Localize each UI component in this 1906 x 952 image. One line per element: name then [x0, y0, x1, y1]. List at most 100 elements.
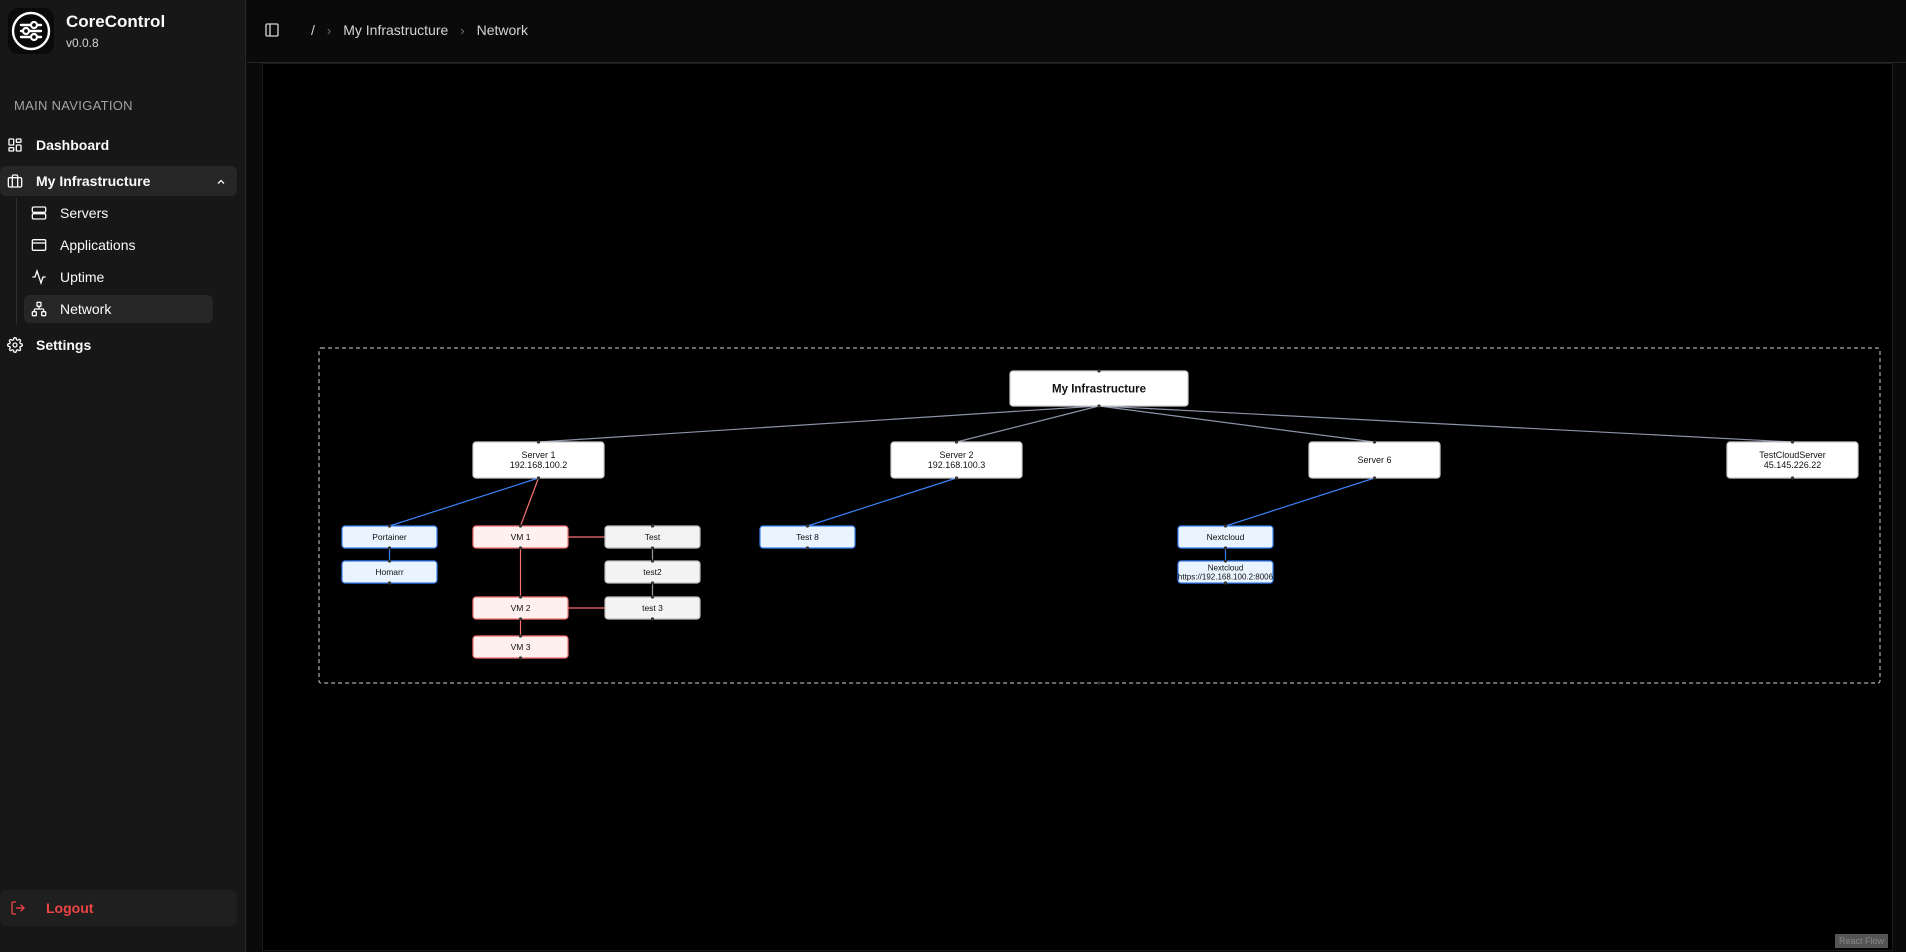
node-handle[interactable]: [650, 581, 655, 585]
sidebar: CoreControl v0.0.8 MAIN NAVIGATION Dashb…: [0, 0, 246, 952]
vm-node[interactable]: VM 3: [472, 635, 569, 659]
node-handle[interactable]: [954, 476, 959, 480]
logout-button[interactable]: Logout: [0, 890, 237, 926]
node-handle[interactable]: [1790, 440, 1795, 444]
node-label: TestCloudServer: [1759, 450, 1826, 460]
sidebar-item-label: Network: [60, 301, 112, 317]
app-node[interactable]: Homarr: [341, 560, 438, 584]
node-handle[interactable]: [650, 617, 655, 621]
server-node[interactable]: Server 6: [1308, 441, 1441, 479]
app-node[interactable]: Test 8: [759, 525, 856, 549]
node-label: 192.168.100.3: [928, 460, 986, 470]
node-handle[interactable]: [1223, 524, 1228, 528]
edge-server-app[interactable]: [807, 477, 957, 527]
node-handle[interactable]: [650, 546, 655, 550]
node-handle[interactable]: [1097, 346, 1101, 350]
node-handle[interactable]: [1372, 440, 1377, 444]
node-handle[interactable]: [1097, 369, 1101, 373]
server-icon: [30, 204, 48, 222]
node-handle[interactable]: [518, 524, 523, 528]
app-node[interactable]: Nextcloud: [1177, 525, 1274, 549]
app-node[interactable]: Portainer: [341, 525, 438, 549]
sidebar-item-applications[interactable]: Applications: [30, 234, 212, 256]
node-handle[interactable]: [536, 476, 541, 480]
logout-icon: [10, 900, 26, 916]
sidebar-item-servers[interactable]: Servers: [30, 202, 212, 224]
root-node[interactable]: My Infrastructure: [1009, 370, 1189, 407]
chevron-right-icon: ›: [326, 22, 332, 38]
breadcrumb-root[interactable]: /: [311, 22, 315, 38]
node-handle[interactable]: [1223, 581, 1228, 585]
node-label: Server 1: [521, 450, 555, 460]
sidebar-item-uptime[interactable]: Uptime: [30, 266, 212, 288]
sidebar-item-settings[interactable]: Settings: [6, 334, 236, 356]
network-icon: [30, 300, 48, 318]
vm-app-node[interactable]: test2: [604, 560, 701, 584]
sidebar-item-label: Servers: [60, 205, 109, 221]
node-label: My Infrastructure: [1052, 384, 1146, 396]
brand[interactable]: CoreControl v0.0.8: [8, 8, 165, 54]
breadcrumb-parent[interactable]: My Infrastructure: [343, 22, 449, 38]
vm-node[interactable]: VM 1: [472, 525, 569, 549]
node-handle[interactable]: [1790, 476, 1795, 480]
edge-server-app[interactable]: [1225, 477, 1375, 527]
sidebar-item-label: Settings: [36, 337, 92, 353]
logout-label: Logout: [46, 900, 94, 916]
node-handle[interactable]: [1372, 476, 1377, 480]
vm-app-node[interactable]: test 3: [604, 596, 701, 620]
node-handle[interactable]: [650, 595, 655, 599]
node-handle[interactable]: [1097, 681, 1101, 685]
vm-node[interactable]: VM 2: [472, 596, 569, 620]
node-label: VM 1: [511, 532, 531, 542]
sidebar-item-dashboard[interactable]: Dashboard: [6, 134, 236, 156]
breadcrumb-current: Network: [476, 22, 528, 38]
sidebar-item-network[interactable]: Network: [24, 295, 213, 323]
flow-attribution[interactable]: React Flow: [1834, 934, 1888, 948]
node-handle[interactable]: [518, 595, 523, 599]
sidebar-toggle-icon[interactable]: [264, 22, 282, 40]
node-label: test2: [643, 567, 662, 577]
node-label: Homarr: [375, 567, 404, 577]
app-version: v0.0.8: [66, 36, 99, 50]
edge-server-vm[interactable]: [519, 477, 540, 527]
node-label: Portainer: [372, 532, 407, 542]
node-label: test 3: [642, 603, 663, 613]
app-window-icon: [30, 236, 48, 254]
edge-server-app[interactable]: [389, 477, 539, 527]
node-handle[interactable]: [518, 634, 523, 638]
node-handle[interactable]: [518, 656, 523, 660]
node-handle[interactable]: [518, 546, 523, 550]
node-handle[interactable]: [805, 524, 810, 528]
sidebar-item-label: Uptime: [60, 269, 105, 285]
vm-app-node[interactable]: Test: [604, 525, 701, 549]
node-handle[interactable]: [1223, 546, 1228, 550]
edge-root-server[interactable]: [1098, 405, 1375, 443]
node-handle[interactable]: [387, 546, 392, 550]
topbar: / › My Infrastructure › Network: [247, 0, 1906, 63]
node-label: Test: [645, 532, 661, 542]
node-handle[interactable]: [1223, 559, 1228, 563]
node-handle[interactable]: [387, 581, 392, 585]
edge-root-server[interactable]: [956, 405, 1100, 443]
activity-icon: [30, 268, 48, 286]
chevron-up-icon[interactable]: [215, 175, 227, 191]
node-handle[interactable]: [650, 524, 655, 528]
edge-root-server[interactable]: [1098, 405, 1793, 443]
node-handle[interactable]: [536, 440, 541, 444]
node-handle[interactable]: [805, 546, 810, 550]
node-handle[interactable]: [518, 617, 523, 621]
node-handle[interactable]: [387, 559, 392, 563]
node-handle[interactable]: [387, 524, 392, 528]
edge-root-server[interactable]: [538, 405, 1100, 443]
node-handle[interactable]: [1097, 404, 1101, 408]
sidebar-item-infrastructure[interactable]: My Infrastructure: [0, 166, 237, 196]
node-handle[interactable]: [650, 559, 655, 563]
gear-icon: [6, 336, 24, 354]
node-handle[interactable]: [954, 440, 959, 444]
